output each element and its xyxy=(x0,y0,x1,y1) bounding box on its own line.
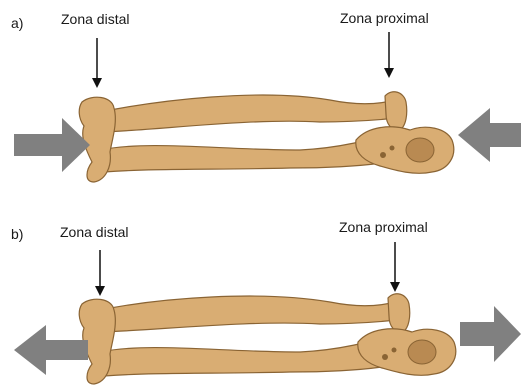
distal-zone-label-a: Zona distal xyxy=(61,11,129,27)
distal-pointer-arrow-a xyxy=(92,38,102,88)
forearm-bones-a xyxy=(79,92,454,182)
left-force-arrow-b xyxy=(14,325,88,375)
panel-b-tension: b) Zona distal Zona proximal xyxy=(0,194,521,388)
proximal-pointer-arrow-a xyxy=(384,32,394,78)
proximal-zone-label-b: Zona proximal xyxy=(339,219,428,235)
panel-label-b: b) xyxy=(11,226,23,242)
panel-a-compression: a) Zona distal Zona proximal xyxy=(0,0,521,194)
distal-zone-label-b: Zona distal xyxy=(60,224,128,240)
panel-label-a: a) xyxy=(11,15,23,31)
left-force-arrow-a xyxy=(14,118,90,172)
forearm-bones-b xyxy=(79,294,456,384)
right-force-arrow-b xyxy=(460,306,521,362)
proximal-pointer-arrow-b xyxy=(390,242,400,292)
distal-pointer-arrow-b xyxy=(95,250,105,296)
proximal-zone-label-a: Zona proximal xyxy=(340,10,429,26)
panel-a-illustration xyxy=(0,0,521,194)
right-force-arrow-a xyxy=(458,108,521,162)
